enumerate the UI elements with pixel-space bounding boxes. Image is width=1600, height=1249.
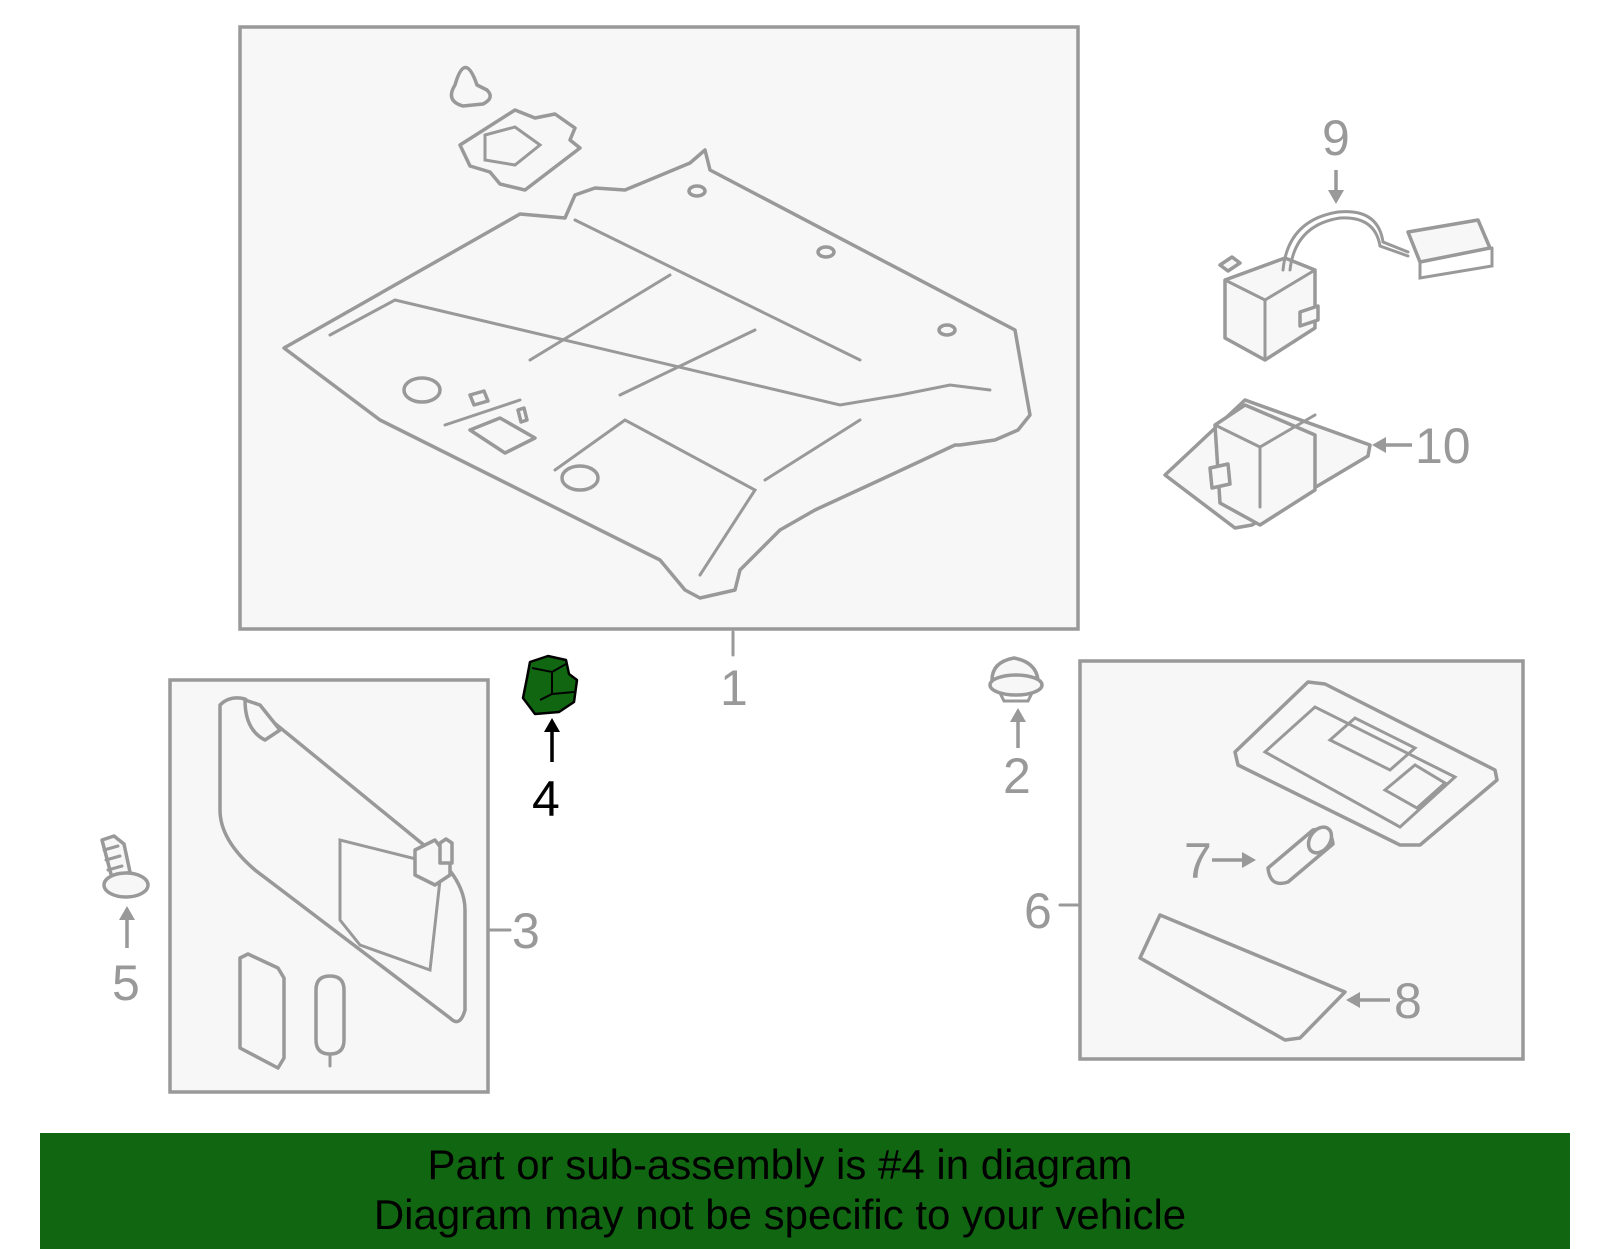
callout-1: 1 xyxy=(720,630,748,716)
part-info-banner: Part or sub-assembly is #4 in diagram Di… xyxy=(40,1133,1570,1249)
callout-label-9: 9 xyxy=(1322,110,1350,166)
module-group: 9 xyxy=(1218,110,1494,362)
visor-clip-part xyxy=(521,654,579,716)
bracket-part xyxy=(458,108,582,192)
sun-visor-group: 3 xyxy=(168,678,540,1094)
callout-label-3: 3 xyxy=(512,903,540,959)
bracket-lower-group: 10 xyxy=(1163,398,1471,530)
module-part xyxy=(1223,256,1317,362)
callout-label-6: 6 xyxy=(1024,883,1052,939)
callout-label-7: 7 xyxy=(1184,833,1212,889)
visor-clip-group: 4 xyxy=(521,654,579,827)
map-lamp-housing-part xyxy=(1233,680,1499,847)
module-connector-part xyxy=(1406,218,1492,264)
visor-mirror-part xyxy=(238,952,286,1070)
sun-visor-part xyxy=(218,696,467,1024)
clip-group: 2 xyxy=(988,656,1044,804)
callout-label-2: 2 xyxy=(1003,748,1031,804)
banner-line-2: Diagram may not be specific to your vehi… xyxy=(373,1191,1187,1238)
headliner-part xyxy=(282,148,1032,600)
headliner-group xyxy=(238,25,1080,631)
callout-label-5: 5 xyxy=(112,955,140,1011)
callout-label-8: 8 xyxy=(1394,973,1422,1029)
map-lamp-group: 6 7 8 xyxy=(1024,659,1525,1061)
screw-group: 5 xyxy=(100,834,150,1011)
callout-label-10: 10 xyxy=(1415,418,1471,474)
headliner-clip-part xyxy=(449,65,492,108)
callout-label-1: 1 xyxy=(720,660,748,716)
callout-label-4: 4 xyxy=(532,771,560,827)
banner-line-1: Part or sub-assembly is #4 in diagram xyxy=(427,1141,1133,1188)
visor-bulb-part xyxy=(314,974,346,1056)
map-lamp-lens-part xyxy=(1138,913,1347,1042)
